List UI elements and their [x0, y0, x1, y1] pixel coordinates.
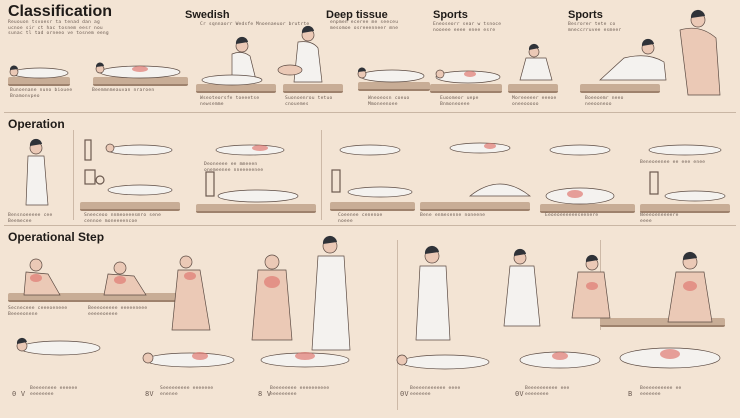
step-figure-2 [103, 261, 147, 296]
therapist-standing-2 [277, 25, 323, 83]
figure-lying-3 [357, 67, 425, 83]
therapist-assist [599, 38, 667, 81]
massage-mat [430, 84, 502, 93]
section-divider [4, 112, 736, 113]
column-divider [397, 240, 398, 410]
step-figure-8 [571, 254, 611, 319]
step-figure-6 [415, 245, 451, 341]
step-mark: 0V [400, 390, 409, 398]
section-divider [4, 225, 736, 226]
figure-lying-op-3 [339, 144, 413, 198]
massage-mat [640, 204, 730, 213]
sports-heading-1: Sports [433, 9, 468, 21]
massage-mat [420, 202, 530, 211]
caption: Beemmnmeauvan nraroen [92, 88, 155, 93]
tools-1 [84, 139, 105, 185]
massage-mat [600, 318, 725, 327]
step-mark: 0V [515, 390, 524, 398]
step-mark: 8 V [258, 390, 272, 398]
figure-lying-op-4 [449, 142, 531, 197]
sports-heading-2: Sports [568, 9, 603, 21]
step-mark: B [628, 390, 633, 398]
figure-lying-1 [9, 65, 69, 79]
figure-stretch [519, 43, 553, 81]
massage-mat [80, 202, 180, 211]
figure-lying-op-1 [105, 143, 173, 196]
massage-mat [8, 293, 193, 302]
massage-mat [508, 84, 558, 93]
massage-mat [196, 84, 276, 93]
figure-standing-operation [25, 138, 49, 206]
massage-mat [283, 84, 343, 93]
step-figure-9 [667, 251, 713, 323]
caption: Cr sqnnaorr Wedsfe [200, 22, 254, 27]
step-mark: 0 V [12, 390, 26, 398]
caption: Bene enmesenne noneene [420, 213, 486, 218]
caption: Eeoeoeeeeeeseenere [545, 213, 599, 218]
swedish-heading: Swedish [185, 9, 230, 21]
therapist-standing-1 [201, 36, 263, 86]
massage-mat [580, 84, 660, 93]
operation-heading: Operation [8, 117, 65, 131]
classification-heading: Classification [8, 3, 113, 20]
massage-mat [8, 77, 70, 86]
massage-mat [196, 204, 316, 213]
tools-2 [205, 169, 341, 197]
figure-lying-op-6 [648, 144, 726, 202]
massage-mat [93, 77, 188, 86]
column-divider [321, 130, 322, 220]
step-figure-3 [171, 255, 211, 331]
step-figure-4 [251, 254, 293, 341]
caption: Beneoeenee ee eee enee [640, 160, 706, 165]
figure-lying-op-5 [545, 144, 615, 205]
lying-row-figures [16, 337, 721, 370]
step-mark: 8V [145, 390, 154, 398]
figure-lying-op-2 [215, 144, 299, 203]
caption: Mnoenaeuor brutrte [256, 22, 310, 27]
massage-mat [330, 202, 415, 211]
deep-tissue-heading: Deep tissue [326, 9, 388, 21]
figure-lying-2 [95, 62, 181, 79]
column-divider [73, 130, 74, 220]
figure-lying-4 [435, 69, 501, 84]
step-figure-5 [311, 235, 351, 351]
step-figure-7 [503, 248, 541, 327]
operational-step-heading: Operational Step [8, 230, 105, 244]
massage-mat [540, 204, 635, 213]
massage-mat [358, 82, 430, 91]
therapist-large [679, 9, 721, 96]
step-figure-1 [23, 258, 61, 296]
